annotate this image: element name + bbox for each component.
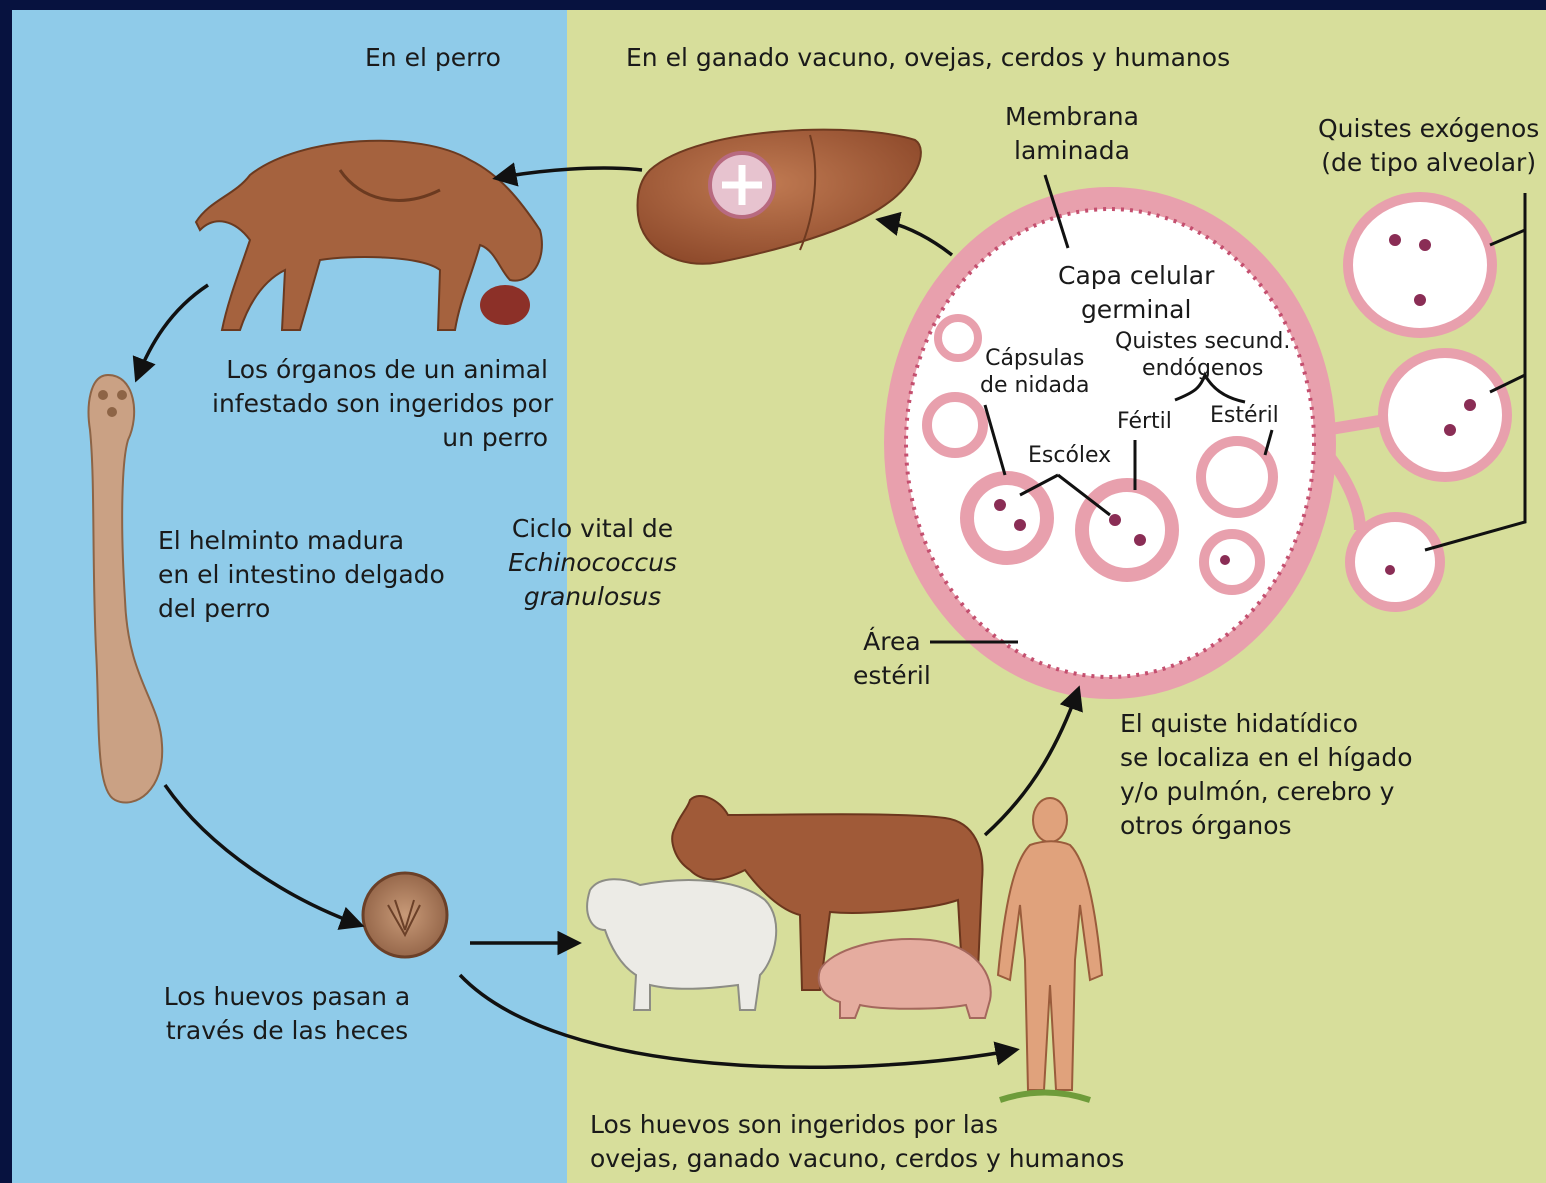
dog-illustration bbox=[196, 141, 542, 330]
dog-header: En el perro bbox=[365, 41, 501, 75]
hosts-header: En el ganado vacuno, ovejas, cerdos y hu… bbox=[626, 41, 1230, 75]
quistes-exogenos-label: Quistes exógenos(de tipo alveolar) bbox=[1318, 112, 1539, 180]
esteril-label: Estéril bbox=[1210, 402, 1279, 429]
fertil-label: Fértil bbox=[1117, 408, 1172, 435]
pig-illustration bbox=[819, 939, 991, 1018]
sheep-illustration bbox=[587, 879, 776, 1010]
human-illustration bbox=[998, 798, 1102, 1100]
egg-illustration bbox=[363, 873, 447, 957]
liver-illustration bbox=[638, 130, 921, 264]
quistes-secund-label: Quistes secund.endógenos bbox=[1115, 328, 1290, 382]
tapeworm-illustration bbox=[89, 375, 163, 803]
escolex-label: Escólex bbox=[1028, 442, 1111, 469]
